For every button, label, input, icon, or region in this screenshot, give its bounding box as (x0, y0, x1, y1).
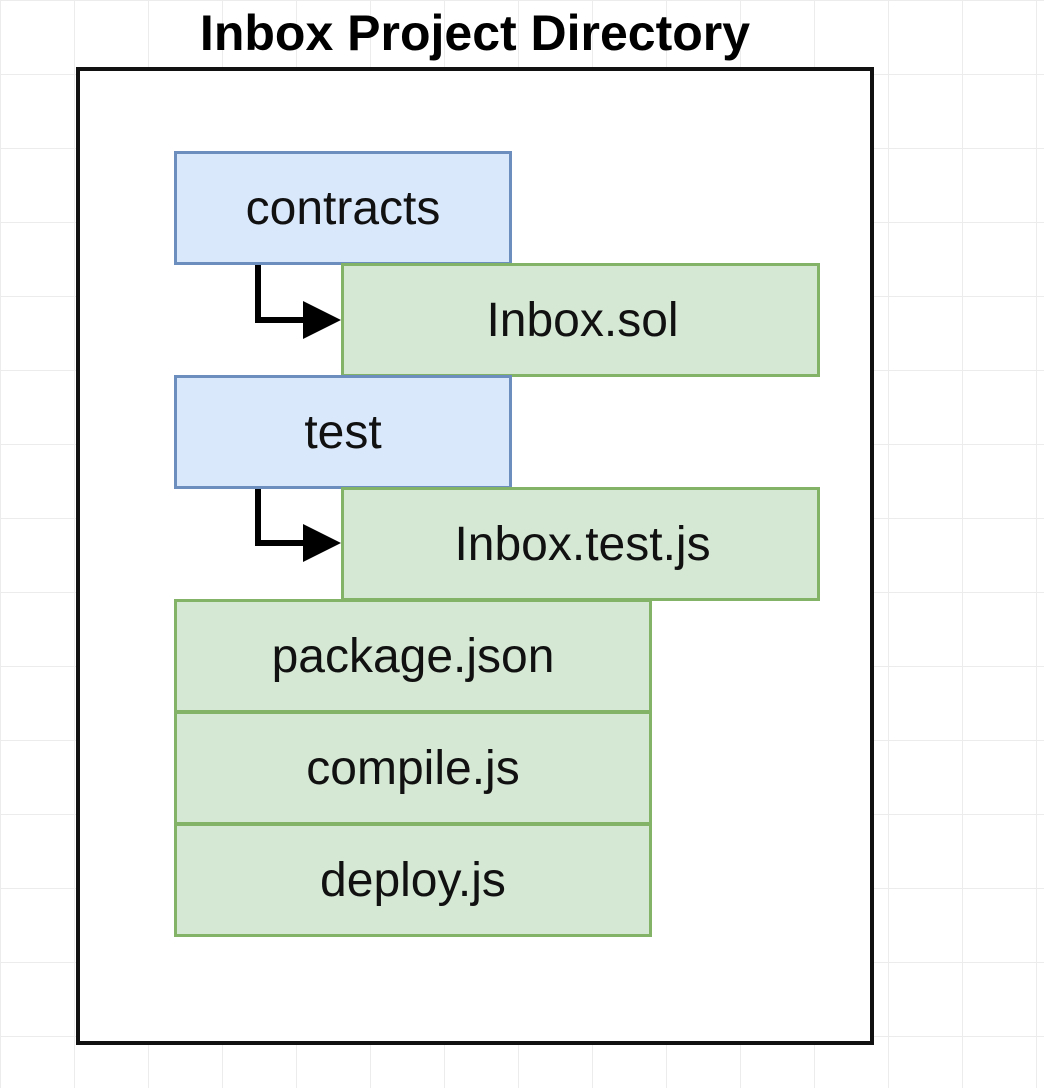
file-package-json: package.json (174, 599, 652, 713)
file-package-json-label: package.json (271, 629, 555, 683)
folder-contracts: contracts (174, 151, 512, 265)
file-inbox-sol-label: Inbox.sol (486, 293, 679, 347)
file-deploy-js-label: deploy.js (320, 853, 506, 907)
file-inbox-test-js-label: Inbox.test.js (454, 517, 711, 571)
folder-contracts-label: contracts (245, 181, 441, 235)
file-compile-js-label: compile.js (306, 741, 520, 795)
folder-test: test (174, 375, 512, 489)
folder-test-label: test (304, 405, 382, 459)
diagram-title: Inbox Project Directory (199, 5, 751, 61)
file-compile-js: compile.js (174, 711, 652, 825)
file-inbox-test-js: Inbox.test.js (341, 487, 820, 601)
file-inbox-sol: Inbox.sol (341, 263, 820, 377)
file-deploy-js: deploy.js (174, 823, 652, 937)
